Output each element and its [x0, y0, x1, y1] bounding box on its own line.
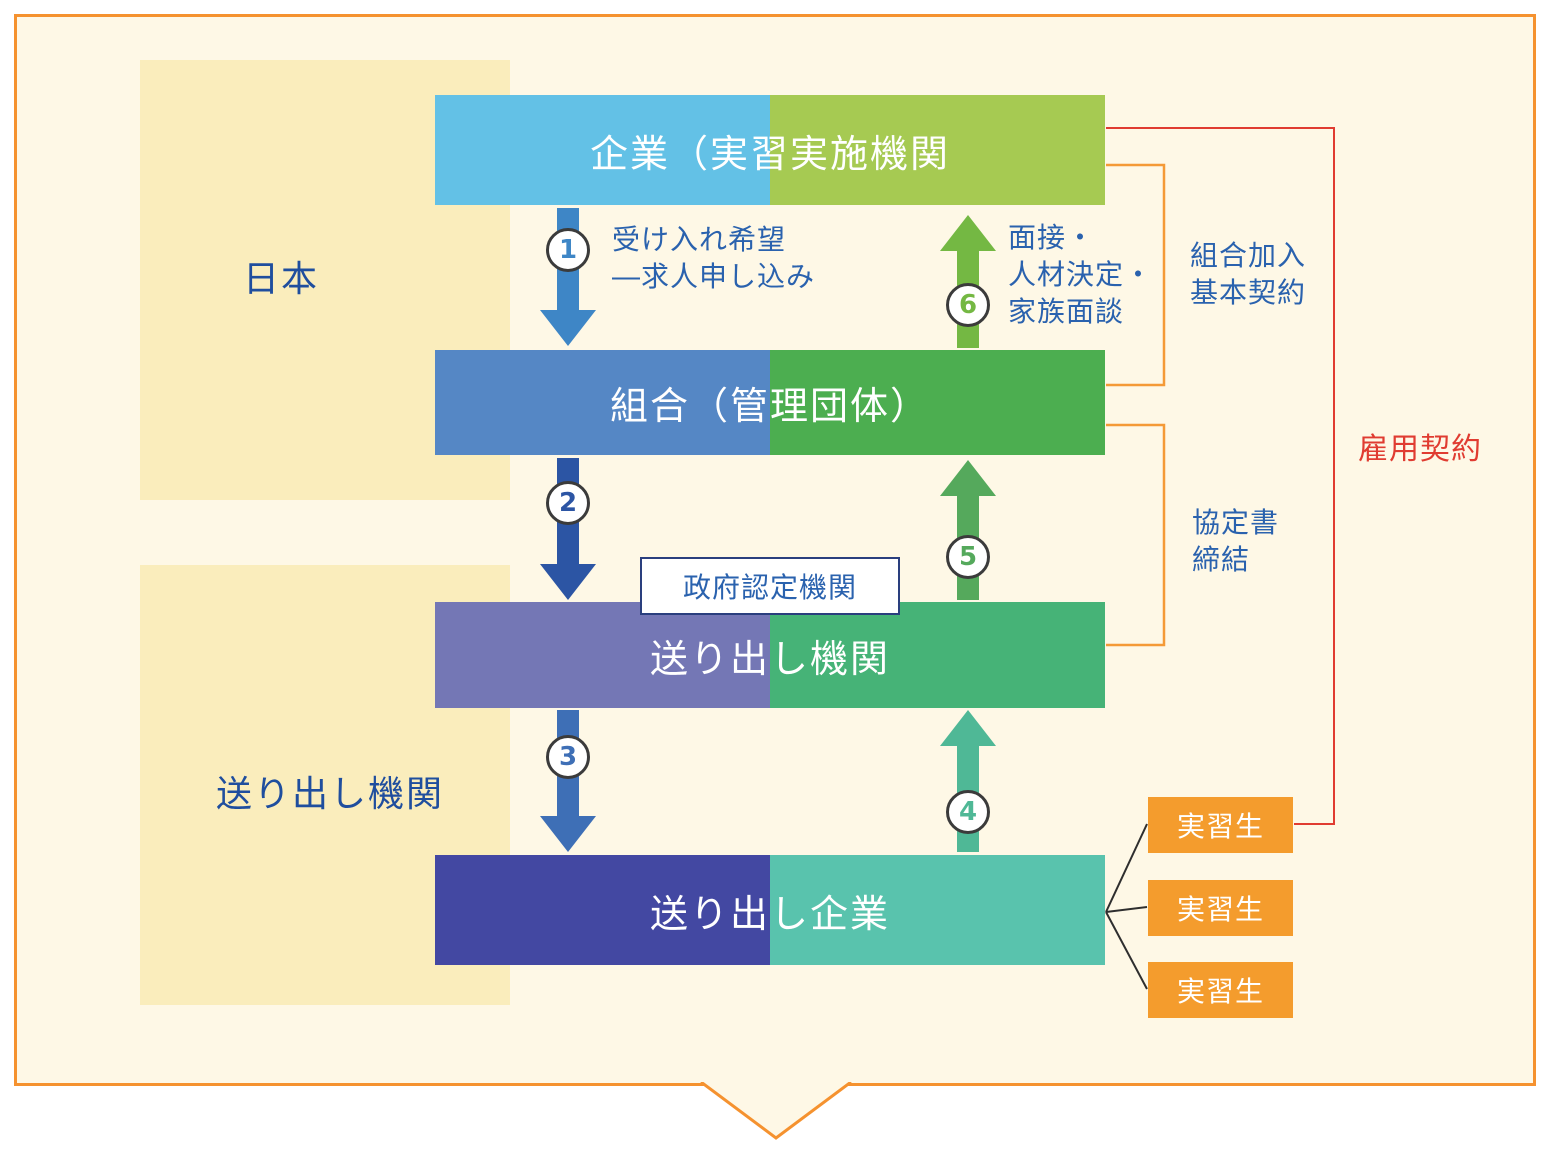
trainee-box: 実習生 — [1148, 880, 1293, 936]
arrow-down-icon-step3 — [540, 710, 596, 852]
bar-union-label: 組合（管理団体） — [609, 384, 930, 428]
step6-badge: 6 — [946, 283, 990, 327]
region-japan-label: 日本 — [243, 259, 320, 300]
step1-label: 受け入れ希望 ―求人申し込み — [612, 223, 816, 293]
trainee-box: 実習生 — [1148, 962, 1293, 1018]
step2-badge: 2 — [546, 481, 590, 525]
bar-union-right-half — [770, 350, 1105, 455]
step1-badge: 1 — [546, 228, 590, 272]
bar-company: 企業（実習実施機関 — [435, 95, 1105, 205]
arrow-up-icon-step5 — [940, 460, 996, 600]
step5-badge: 5 — [946, 535, 990, 579]
bar-company-label: 企業（実習実施機関 — [589, 131, 950, 176]
step4-badge: 4 — [946, 790, 990, 834]
agreement-note: 協定書 締結 — [1192, 506, 1280, 576]
union-contract-note: 組合加入 基本契約 — [1190, 239, 1307, 309]
bar-sending-company-left-half — [435, 855, 770, 965]
bar-sending-organization-left-half — [435, 602, 770, 708]
arrow-up-icon-step6 — [940, 215, 996, 348]
step3-badge: 3 — [546, 735, 590, 779]
bar-union-left-half — [435, 350, 770, 455]
bar-sending-organization-label: 送り出し機関 — [649, 636, 890, 681]
bar-company-left-half — [435, 95, 770, 205]
bar-sending-organization-right-half — [770, 602, 1105, 708]
bar-union: 組合（管理団体） — [435, 350, 1105, 455]
region-sending-side-label: 送り出し機関 — [216, 774, 445, 815]
trainee-box: 実習生 — [1148, 797, 1293, 853]
bar-sending-company-label: 送り出し企業 — [649, 891, 890, 936]
bar-sending-company-right-half — [770, 855, 1105, 965]
bar-sending-company: 送り出し企業 — [435, 855, 1105, 965]
speech-bubble-notch — [700, 1082, 852, 1140]
arrow-down-icon-step2 — [540, 458, 596, 600]
gov-certified-badge: 政府認定機関 — [640, 557, 900, 615]
bar-sending-organization: 送り出し機関 — [435, 602, 1105, 708]
bar-company-right-half — [770, 95, 1105, 205]
step6-label: 面接・ 人材決定・ 家族面談 — [1008, 221, 1154, 328]
employment-contract-note: 雇用契約 — [1358, 432, 1482, 467]
